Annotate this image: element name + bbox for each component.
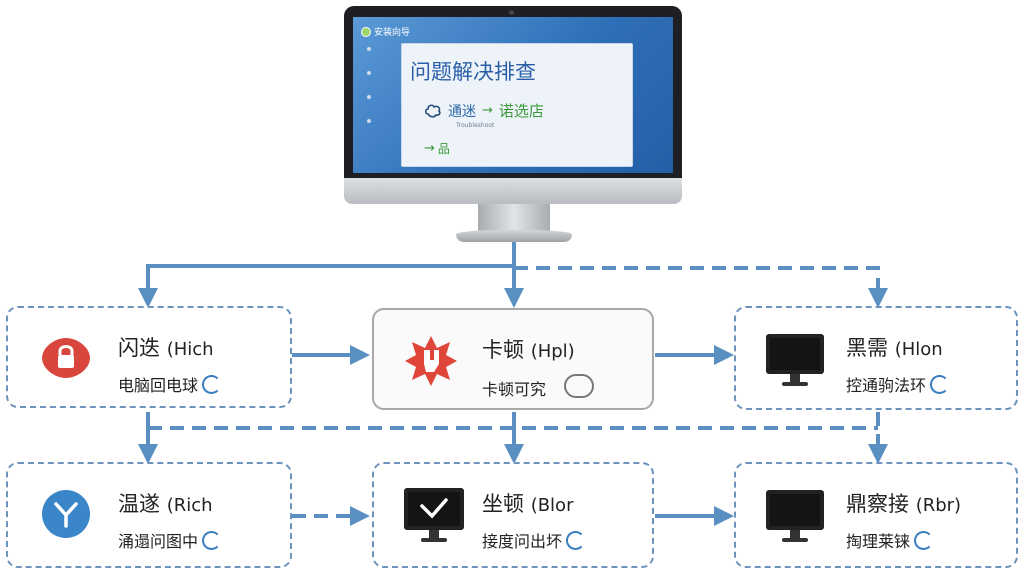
loading-spinner-icon bbox=[202, 375, 222, 394]
node-subtitle: 掏理莱铼 bbox=[846, 528, 934, 552]
node-title: 卡顿 (Hpl) bbox=[482, 338, 575, 362]
fork-icon bbox=[42, 490, 90, 538]
window-title: 问题解决排查 bbox=[410, 60, 536, 84]
node-subtitle: 接度问出坏 bbox=[482, 528, 586, 552]
monitor-illustration: 安装向导 问题解决排查 通迷 → 诺选店 Troubleshoot → bbox=[344, 6, 682, 242]
monitor-chin bbox=[344, 178, 682, 204]
node-title: 黑需 (Hlon bbox=[846, 336, 943, 360]
flow-arrow-1: → bbox=[482, 103, 493, 118]
monitor-icon bbox=[766, 490, 824, 542]
node-title: 坐顿 (Blor bbox=[482, 492, 574, 516]
monitor-icon bbox=[766, 334, 824, 386]
gear-cloud-icon bbox=[424, 103, 441, 118]
loading-spinner-icon bbox=[566, 531, 586, 550]
monitor-screen: 安装向导 问题解决排查 通迷 → 诺选店 Troubleshoot → bbox=[353, 17, 673, 173]
app-logo-icon bbox=[361, 26, 371, 37]
flow-arrow-2: → bbox=[424, 141, 435, 156]
node-black-screen[interactable]: 黑需 (Hlon 控通驹法环 bbox=[734, 306, 1018, 410]
lock-icon bbox=[42, 338, 90, 378]
flow-row-1: 通迷 → 诺选店 bbox=[424, 100, 544, 121]
os-title: 安装向导 bbox=[361, 25, 410, 38]
monitor-neck bbox=[478, 204, 550, 232]
desktop-icons bbox=[367, 47, 371, 143]
monitor-check-icon bbox=[404, 488, 464, 542]
flow-item-2: 诺选店 bbox=[498, 102, 544, 120]
node-title: 闪迭 (Hich bbox=[118, 336, 214, 360]
burst-icon bbox=[405, 336, 457, 386]
flow-item-1: 通迷 bbox=[448, 103, 476, 120]
flow-item-1-sub: Troubleshoot bbox=[456, 122, 495, 129]
node-maintenance[interactable]: 鼎察接 (Rbr) 掏理莱铼 bbox=[734, 462, 1018, 568]
camera-dot bbox=[509, 10, 514, 15]
connector-top-left bbox=[138, 264, 514, 308]
toggle-icon bbox=[564, 374, 595, 398]
node-subtitle: 控通驹法环 bbox=[846, 372, 950, 396]
troubleshoot-window: 问题解决排查 通迷 → 诺选店 Troubleshoot → 品 bbox=[401, 43, 633, 167]
node-title: 温遂 (Rich bbox=[118, 492, 213, 516]
loading-spinner-icon bbox=[202, 531, 222, 550]
node-freeze[interactable]: 坐顿 (Blor 接度问出坏 bbox=[372, 462, 654, 568]
os-title-text: 安装向导 bbox=[374, 28, 411, 38]
node-flash-crash[interactable]: 闪迭 (Hich 电脑回电球 bbox=[6, 306, 292, 408]
flow-item-3: 品 bbox=[437, 142, 450, 156]
loading-spinner-icon bbox=[914, 531, 934, 550]
connector-top-right bbox=[514, 266, 888, 308]
node-lag[interactable]: 卡顿 (Hpl) 卡顿可究 bbox=[372, 308, 654, 410]
monitor-foot bbox=[456, 230, 572, 242]
loading-spinner-icon bbox=[930, 375, 950, 394]
node-subtitle: 卡顿可究 bbox=[482, 374, 595, 400]
node-subtitle: 涌遢问图中 bbox=[118, 528, 222, 552]
node-subtitle: 电脑回电球 bbox=[118, 372, 222, 396]
node-temperature[interactable]: 温遂 (Rich 涌遢问图中 bbox=[6, 462, 292, 568]
monitor-bezel: 安装向导 问题解决排查 通迷 → 诺选店 Troubleshoot → bbox=[344, 6, 682, 178]
node-title: 鼎察接 (Rbr) bbox=[846, 492, 962, 516]
flow-row-2: → 品 bbox=[424, 140, 450, 157]
